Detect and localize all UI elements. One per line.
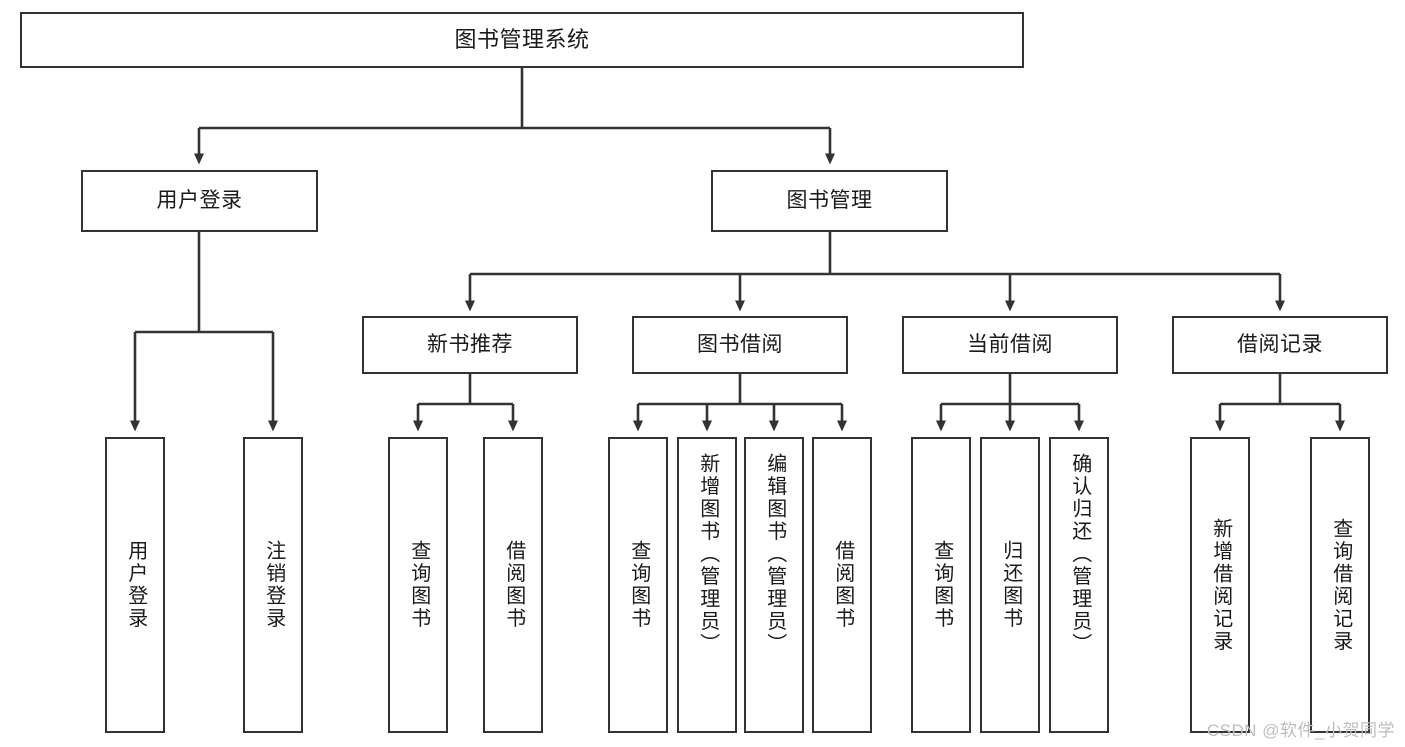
node-book-management-label: 图书管理 <box>786 188 873 212</box>
node-leaf-borrow-book-2[interactable]: 借阅图书 <box>812 437 872 733</box>
node-new-book-recommend[interactable]: 新书推荐 <box>362 316 578 374</box>
node-leaf-query-book-2-label: 查询图书 <box>627 540 650 630</box>
node-leaf-user-login-label: 用户登录 <box>124 540 147 630</box>
node-leaf-user-login[interactable]: 用户登录 <box>105 437 165 733</box>
node-leaf-query-book-3[interactable]: 查询图书 <box>911 437 971 733</box>
watermark: CSDN @软件_小贺同学 <box>1206 721 1395 740</box>
node-leaf-borrow-book-2-label: 借阅图书 <box>831 540 854 630</box>
node-leaf-query-record-label: 查询借阅记录 <box>1329 517 1352 653</box>
node-root-label: 图书管理系统 <box>454 27 590 53</box>
node-leaf-user-logout[interactable]: 注销登录 <box>243 437 303 733</box>
node-leaf-add-record[interactable]: 新增借阅记录 <box>1190 437 1250 733</box>
node-leaf-query-record[interactable]: 查询借阅记录 <box>1310 437 1370 733</box>
node-leaf-borrow-book-1[interactable]: 借阅图书 <box>483 437 543 733</box>
node-book-management[interactable]: 图书管理 <box>711 170 948 232</box>
node-current-borrow-label: 当前借阅 <box>967 332 1053 356</box>
node-leaf-add-record-label: 新增借阅记录 <box>1209 517 1232 653</box>
node-user-login-label: 用户登录 <box>156 188 243 212</box>
node-root[interactable]: 图书管理系统 <box>20 12 1024 68</box>
node-borrow-record[interactable]: 借阅记录 <box>1172 316 1388 374</box>
node-leaf-add-book-label: 新增图书（管理员） <box>696 453 719 656</box>
node-new-book-recommend-label: 新书推荐 <box>427 332 513 356</box>
node-current-borrow[interactable]: 当前借阅 <box>902 316 1118 374</box>
node-leaf-confirm-return-label: 确认归还（管理员） <box>1068 453 1091 656</box>
node-borrow-record-label: 借阅记录 <box>1237 332 1323 356</box>
node-leaf-edit-book[interactable]: 编辑图书（管理员） <box>744 437 804 733</box>
node-leaf-query-book-2[interactable]: 查询图书 <box>608 437 668 733</box>
node-book-borrow[interactable]: 图书借阅 <box>632 316 848 374</box>
node-leaf-query-book-1-label: 查询图书 <box>407 540 430 630</box>
node-leaf-confirm-return[interactable]: 确认归还（管理员） <box>1049 437 1109 733</box>
node-leaf-user-logout-label: 注销登录 <box>262 540 285 630</box>
node-leaf-return-book-label: 归还图书 <box>999 540 1022 630</box>
node-leaf-borrow-book-1-label: 借阅图书 <box>502 540 525 630</box>
node-leaf-add-book[interactable]: 新增图书（管理员） <box>677 437 737 733</box>
node-leaf-return-book[interactable]: 归还图书 <box>980 437 1040 733</box>
node-leaf-edit-book-label: 编辑图书（管理员） <box>763 453 786 656</box>
node-leaf-query-book-3-label: 查询图书 <box>930 540 953 630</box>
node-book-borrow-label: 图书借阅 <box>697 332 783 356</box>
node-user-login[interactable]: 用户登录 <box>81 170 318 232</box>
node-leaf-query-book-1[interactable]: 查询图书 <box>388 437 448 733</box>
